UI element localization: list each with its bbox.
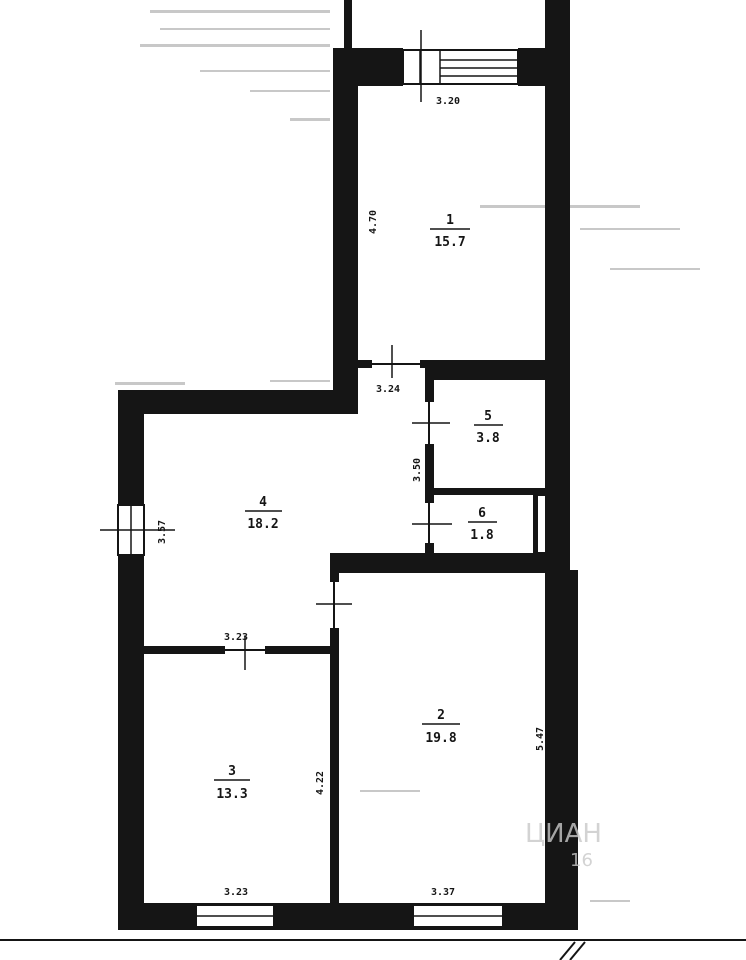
room-1-number: 1 [446,213,454,228]
dim-room4-bottom: 3.23 [224,632,248,643]
dim-partition-5: 3.50 [412,458,423,482]
room-4-number: 4 [259,495,267,510]
walls [118,0,578,930]
room-3-label: 3 13.3 [214,764,250,802]
room-1-label: 1 15.7 [430,213,470,250]
room-3-area: 13.3 [216,787,247,802]
dim-room3-right: 4.22 [315,771,326,795]
window-bottom-right [412,904,504,928]
room-6-area: 1.8 [470,528,494,543]
watermark-text: ЦИАН [525,819,602,849]
window-top [402,30,519,102]
dim-room1-top: 3.20 [436,96,460,107]
watermark-sub: 16 [570,850,593,871]
dim-room2-bottom: 3.37 [431,887,455,898]
room-6-number: 6 [478,506,486,521]
dim-door-1-4: 3.24 [376,384,400,395]
room-2-number: 2 [437,708,445,723]
room-2-label: 2 19.8 [422,708,460,746]
room-5-number: 5 [484,409,492,424]
room-4-area: 18.2 [247,517,278,532]
room-5-area: 3.8 [476,431,500,446]
window-room6 [536,494,547,554]
scan-noise [115,10,700,902]
window-left [100,504,175,556]
doors [225,345,452,670]
room-6-label: 6 1.8 [468,506,497,543]
room-3-number: 3 [228,764,236,779]
room-2-area: 19.8 [425,731,456,746]
dim-room2-right: 5.47 [535,727,546,751]
room-1-area: 15.7 [434,235,465,250]
dim-room3-bottom: 3.23 [224,887,248,898]
room-5-label: 5 3.8 [474,409,503,446]
watermark: ЦИАН 16 [525,819,602,871]
dim-room1-side: 4.70 [368,210,379,234]
window-bottom-left [195,904,275,928]
dim-room4-left: 3.57 [157,520,168,544]
sheet-edge [0,939,746,960]
dimension-labels: 3.20 4.70 3.24 3.57 3.50 3.23 4.22 3.23 … [157,96,546,898]
room-4-label: 4 18.2 [245,495,282,532]
